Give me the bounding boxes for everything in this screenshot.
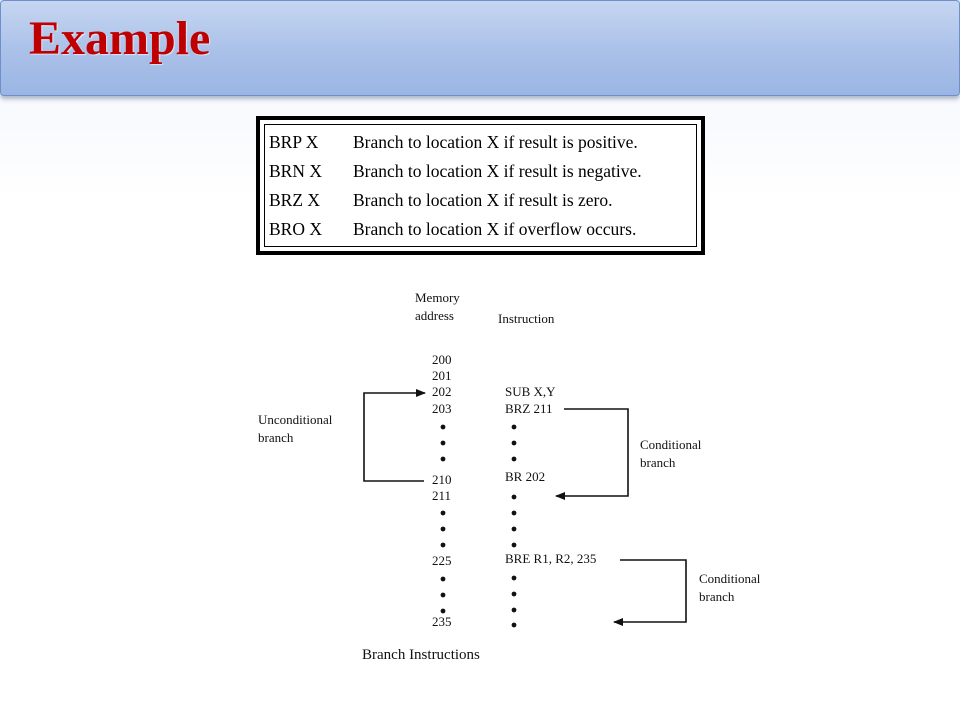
opcode-description: Branch to location X if result is zero. bbox=[353, 190, 613, 210]
memory-address-header-line1: Memory bbox=[415, 290, 460, 305]
address-ellipsis-dots bbox=[440, 424, 446, 614]
table-row: BRN X Branch to location X if result is n… bbox=[269, 157, 642, 185]
title-bar: Example bbox=[0, 0, 960, 96]
address-235: 235 bbox=[432, 614, 452, 629]
table-inner-border bbox=[264, 124, 697, 247]
address-201: 201 bbox=[432, 368, 452, 383]
conditional-label-2-line1: Conditional bbox=[699, 571, 761, 586]
address-200: 200 bbox=[432, 352, 452, 367]
instruction-sub: SUB X,Y bbox=[505, 384, 556, 399]
address-211: 211 bbox=[432, 488, 451, 503]
opcode: BRN X bbox=[269, 161, 322, 181]
conditional-branch-arrow-2 bbox=[613, 559, 687, 626]
diagram-caption: Branch Instructions bbox=[362, 647, 480, 663]
opcode-description: Branch to location X if overflow occurs. bbox=[353, 219, 637, 239]
address-203: 203 bbox=[432, 401, 452, 416]
opcode: BRP X bbox=[269, 132, 319, 152]
address-210: 210 bbox=[432, 472, 452, 487]
opcode: BRO X bbox=[269, 219, 322, 239]
opcode-description: Branch to location X if result is negati… bbox=[353, 161, 642, 181]
table-row: BRO X Branch to location X if overflow oc… bbox=[269, 215, 636, 243]
conditional-label-1-line2: branch bbox=[640, 455, 676, 470]
instruction-bre: BRE R1, R2, 235 bbox=[505, 551, 596, 566]
conditional-label-1-line1: Conditional bbox=[640, 437, 702, 452]
branch-instruction-table: BRP X Branch to location X if result is p… bbox=[256, 116, 705, 255]
unconditional-label-line2: branch bbox=[258, 430, 294, 445]
instruction-ellipsis-dots bbox=[511, 424, 517, 628]
unconditional-branch-arrow bbox=[363, 389, 426, 482]
opcode-description: Branch to location X if result is positi… bbox=[353, 132, 638, 152]
table-row: BRZ X Branch to location X if result is z… bbox=[269, 186, 613, 214]
conditional-branch-arrow-1 bbox=[555, 408, 629, 500]
opcode: BRZ X bbox=[269, 190, 321, 210]
conditional-label-2-line2: branch bbox=[699, 589, 735, 604]
address-225: 225 bbox=[432, 553, 452, 568]
slide-title: Example bbox=[29, 12, 211, 65]
instruction-header: Instruction bbox=[498, 311, 555, 326]
address-202: 202 bbox=[432, 384, 452, 399]
instruction-br: BR 202 bbox=[505, 469, 545, 484]
memory-address-header-line2: address bbox=[415, 308, 454, 323]
instruction-brz: BRZ 211 bbox=[505, 401, 553, 416]
table-row: BRP X Branch to location X if result is p… bbox=[269, 128, 638, 156]
unconditional-label-line1: Unconditional bbox=[258, 412, 333, 427]
